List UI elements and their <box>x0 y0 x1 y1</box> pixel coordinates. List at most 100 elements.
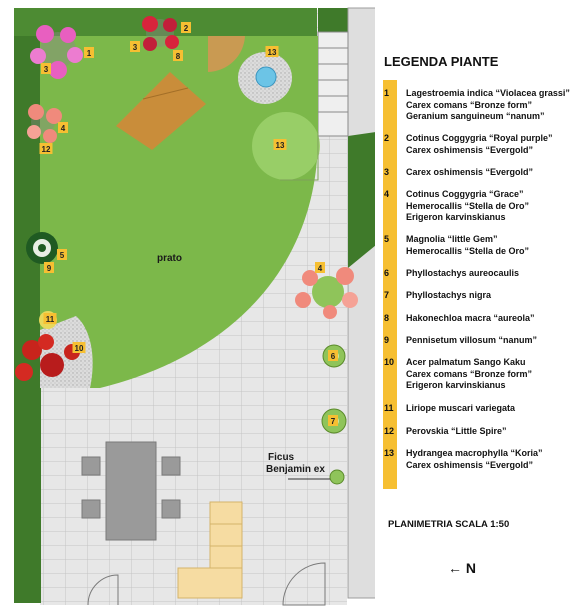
deck-step <box>209 501 243 525</box>
legend-line: Carex comans “Bronze form” <box>406 99 533 110</box>
legend-line: Carex oshimensis “Evergold” <box>406 144 534 155</box>
legend-number: 13 <box>384 448 395 458</box>
legend-line: Lagestroemia indica “Violacea grassi” <box>406 88 570 98</box>
legend-number: 10 <box>384 357 395 367</box>
plant-tag-number: 5 <box>60 251 65 260</box>
legend-number: 7 <box>384 290 390 300</box>
plant-tag-bg <box>84 47 94 58</box>
door-swing <box>87 574 119 606</box>
legend-line: Cotinus Coggygria “Royal purple” <box>406 133 553 143</box>
legend-number: 5 <box>384 234 390 244</box>
plant-4-top <box>27 104 62 143</box>
plant-tag-number: 10 <box>75 344 84 353</box>
legend-text: Cotinus Coggygria “Grace” Hemerocallis “… <box>406 189 578 224</box>
legend-title: LEGENDA PIANTE <box>384 54 499 69</box>
side-hedge <box>348 132 375 268</box>
legend-text: Liriope muscari variegata <box>406 403 578 415</box>
lawn <box>40 36 318 388</box>
legend-line: Hemerocallis “Stella de Oro” <box>406 200 530 211</box>
plant-5 <box>26 232 58 264</box>
right-strip <box>347 7 375 599</box>
legend-text: Phyllostachys aureocaulis <box>406 268 578 280</box>
legend-line: Hydrangea macrophylla “Koria” <box>406 448 543 458</box>
legend-number: 4 <box>384 189 390 199</box>
chair <box>161 456 181 476</box>
plant-tag-bg <box>130 41 140 52</box>
plant-tag-bg <box>58 122 68 133</box>
plant-tag-bg <box>315 262 325 273</box>
chair <box>81 499 101 519</box>
plant-tag-bg <box>265 46 279 57</box>
legend-number: 9 <box>384 335 390 345</box>
plant-10-bed <box>15 311 93 388</box>
deck-step <box>177 567 243 599</box>
legend-text: Perovskia “Little Spire” <box>406 426 578 438</box>
plant-tag-number: 2 <box>184 24 189 33</box>
legend-line: Geranium sanguineum “nanum” <box>406 111 545 121</box>
plant-tag-number: 13 <box>268 48 277 57</box>
legend-line: Cotinus Coggygria “Grace” <box>406 189 524 199</box>
legend-number: 1 <box>384 88 390 98</box>
plant-tag-number: 11 <box>46 315 55 324</box>
deck-step <box>209 545 243 569</box>
plant-tag-number: 12 <box>42 145 51 154</box>
legend-line: Phyllostachys nigra <box>406 290 492 300</box>
plant-tag-number: 4 <box>318 264 323 273</box>
legend-line: Hemerocallis “Stella de Oro” <box>406 245 530 256</box>
plant-tag-number: 3 <box>44 65 49 74</box>
plant-tag-bg <box>328 350 338 361</box>
legend-text: Hakonechloa macra “aureola” <box>406 313 578 325</box>
table <box>105 441 157 541</box>
north-label: N <box>465 560 477 576</box>
plant-tag-number: 8 <box>176 52 181 61</box>
plant-tag-bg <box>273 139 287 150</box>
plant-tag-bg <box>39 143 53 154</box>
legend-bar <box>383 80 397 489</box>
ficus-label-2: Benjamin ex <box>266 464 325 475</box>
legend-number: 12 <box>384 426 395 436</box>
plant-2 <box>142 16 179 51</box>
legend-line: Magnolia “little Gem” <box>406 234 498 244</box>
legend-line: Perovskia “Little Spire” <box>406 426 507 436</box>
plant-tag-number: 6 <box>331 352 336 361</box>
pond <box>255 66 277 88</box>
plant-ficus <box>329 469 345 485</box>
legend-line: Carex comans “Bronze form” <box>406 368 533 379</box>
legend-text: Hydrangea macrophylla “Koria” Carex oshi… <box>406 448 578 471</box>
plant-tag-bg <box>328 415 338 426</box>
bench <box>116 72 206 150</box>
legend-line: Erigeron karvinskianus <box>406 380 506 390</box>
plant-tag-bg <box>41 63 51 74</box>
legend-line: Hakonechloa macra “aureola” <box>406 313 535 323</box>
legend-line: Liriope muscari variegata <box>406 403 516 413</box>
legend-text: Carex oshimensis “Evergold” <box>406 167 578 179</box>
deck-step <box>209 523 243 547</box>
legend-number: 2 <box>384 133 390 143</box>
legend-text: Lagestroemia indica “Violacea grassi” Ca… <box>406 88 578 123</box>
corner-bed <box>208 36 245 72</box>
plant-tag-number: 3 <box>133 43 138 52</box>
plant-tag-bg <box>57 249 67 260</box>
plant-tag-number: 7 <box>331 417 336 426</box>
legend-line: Erigeron karvinskianus <box>406 212 506 222</box>
left-hedge <box>14 8 41 603</box>
legend-line: Carex oshimensis “Evergold” <box>406 459 534 470</box>
legend-text: Acer palmatum Sango Kaku Carex comans “B… <box>406 357 578 392</box>
ficus-label-1: Ficus <box>268 452 295 463</box>
plant-tag-number: 13 <box>276 141 285 150</box>
steps <box>317 31 349 137</box>
legend-text: Pennisetum villosum “nanum” <box>406 335 578 347</box>
arrow-left-icon: ← <box>448 560 462 576</box>
legend-line: Phyllostachys aureocaulis <box>406 268 520 278</box>
chair <box>161 499 181 519</box>
lawn-label: prato <box>157 253 182 264</box>
scale-label: PLANIMETRIA SCALA 1:50 <box>388 519 510 530</box>
legend-line: Acer palmatum Sango Kaku <box>406 357 526 367</box>
plant-1 <box>30 25 83 79</box>
plant-tag-bg <box>72 342 86 353</box>
plant-tag-number: 1 <box>87 49 92 58</box>
legend-text: Cotinus Coggygria “Royal purple” Carex o… <box>406 133 578 156</box>
legend-line: Pennisetum villosum “nanum” <box>406 335 538 345</box>
